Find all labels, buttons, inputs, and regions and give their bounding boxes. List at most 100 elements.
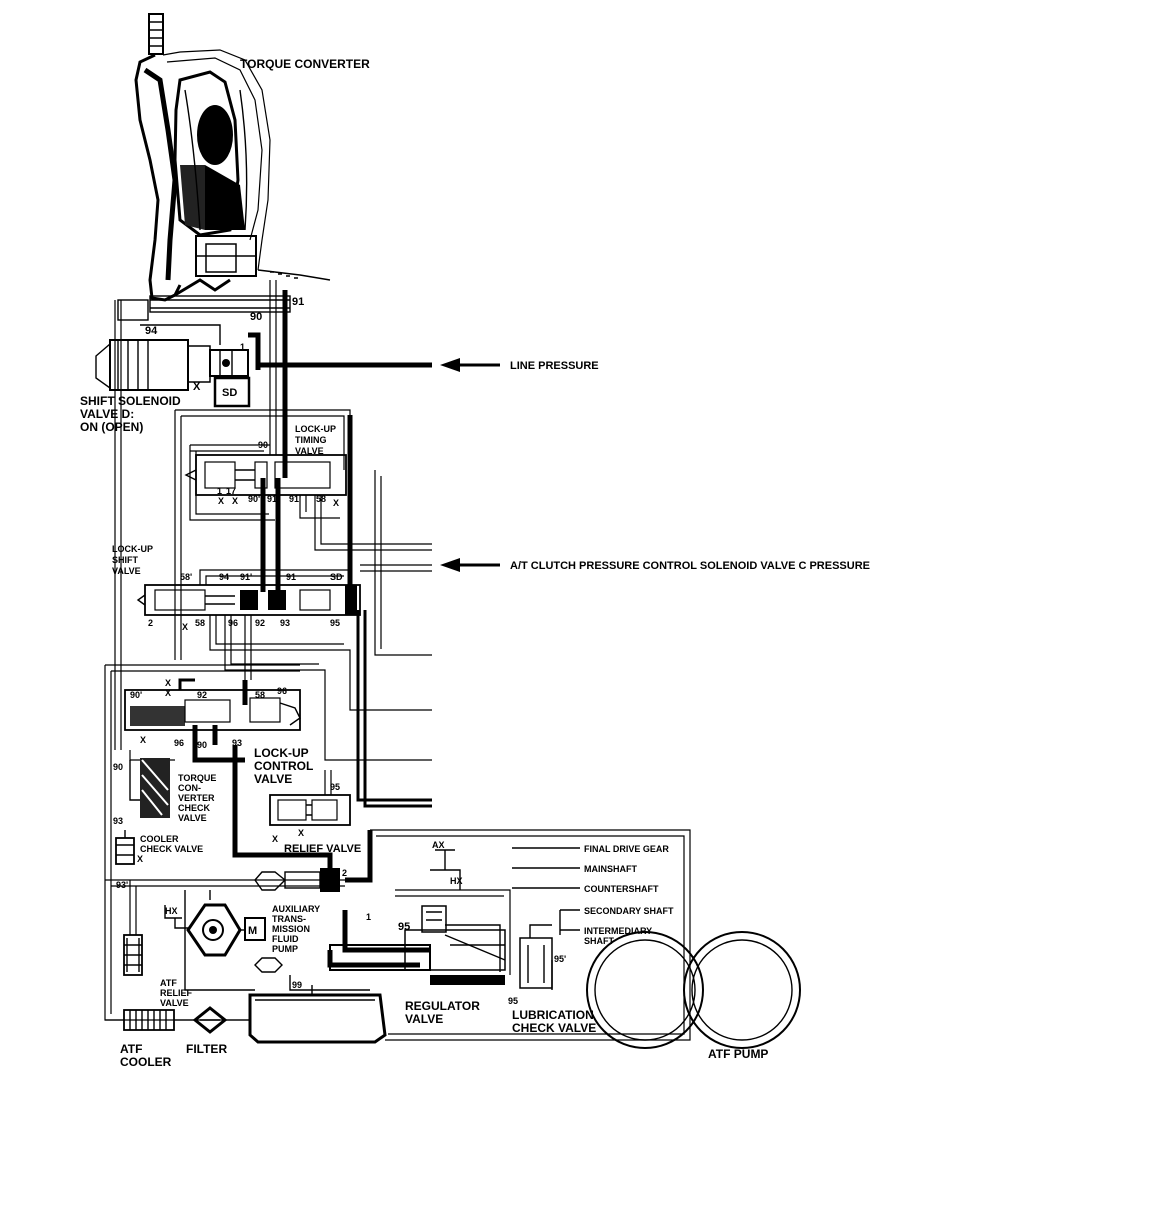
lower-port-93p: 93' (116, 880, 128, 890)
intermediary-shaft-label-2: SHAFT (584, 936, 614, 946)
torque-converter-check-valve (129, 758, 170, 818)
timing-x-1: X (218, 496, 224, 506)
atf-strainer (248, 975, 387, 1044)
shift-solenoid-valve-d (95, 295, 291, 408)
timing-port-90p: 90' (248, 494, 260, 504)
atf-cooler-label-2: COOLER (120, 1055, 172, 1069)
countershaft-label: COUNTERSHAFT (584, 884, 659, 894)
shift-port-2: 2 (148, 618, 153, 628)
shift-port-91p: 91' (240, 572, 252, 582)
shift-port-91: 91 (286, 572, 296, 582)
shift-port-92: 92 (255, 618, 265, 628)
lube-port-95p: 95' (554, 954, 566, 964)
torque-converter (134, 13, 331, 302)
left-port-93: 93 (113, 816, 123, 826)
control-port-58: 58 (255, 690, 265, 700)
atf-cooler-label-1: ATF (120, 1042, 142, 1056)
relief-valve (269, 770, 351, 826)
control-x-2: X (165, 688, 171, 698)
control-port-92: 92 (197, 690, 207, 700)
regulator-block (327, 829, 691, 1041)
lockup-shift-label-2: SHIFT (112, 555, 139, 565)
tc-check-label-3: VERTER (178, 793, 215, 803)
control-port-96: 96 (277, 686, 287, 696)
shift-port-58: 58 (195, 618, 205, 628)
aux-pump-label-2: TRANS- (272, 914, 306, 924)
reg-port-95: 95 (398, 921, 410, 933)
relief-valve-label: RELIEF VALVE (284, 843, 361, 855)
atclutch-pressure-indicator (314, 495, 500, 572)
timing-port-91p: 91' (289, 494, 301, 504)
timing-port-1: 1 (217, 486, 222, 496)
timing-x-3: X (333, 498, 339, 508)
control-port-93: 93 (232, 738, 242, 748)
tc-check-label-1: TORQUE (178, 773, 216, 783)
intermediary-shaft-label-1: INTERMEDIARY (584, 926, 652, 936)
relief-x-1: X (272, 834, 278, 844)
lockup-control-label-1: LOCK-UP (254, 746, 309, 760)
control-x-1: X (165, 678, 171, 688)
timing-x-2: X (232, 496, 238, 506)
shift-port-96: 96 (228, 618, 238, 628)
reg-port-1: 1 (366, 912, 371, 922)
shift-port-93: 93 (280, 618, 290, 628)
lubrication-label-2: CHECK VALVE (512, 1021, 596, 1035)
lockup-control-valve (124, 678, 301, 763)
sd-box-label: SD (222, 387, 237, 399)
shift-port-94: 94 (219, 572, 229, 582)
reg-hx: HX (450, 876, 463, 886)
left-port-90: 90 (113, 762, 123, 772)
lockup-control-label-2: CONTROL (254, 759, 313, 773)
lockup-shift-label-3: VALVE (112, 566, 141, 576)
regulator-label-2: VALVE (405, 1012, 443, 1026)
tc-check-label-2: CON- (178, 783, 201, 793)
lockup-shift-label-1: LOCK-UP (112, 544, 153, 554)
strainer-port-99: 99 (292, 980, 302, 990)
aux-pump-label-4: FLUID (272, 934, 299, 944)
motor-label: M (248, 925, 257, 937)
shift-port-58p: 58' (180, 572, 192, 582)
port-91-top: 91 (292, 296, 304, 308)
atf-relief-valve (123, 934, 143, 976)
line-pressure-label: LINE PRESSURE (510, 360, 599, 372)
aux-pump-label-1: AUXILIARY (272, 904, 320, 914)
shift-port-sd: SD (330, 572, 343, 582)
filter (174, 1006, 250, 1034)
relief-port-95: 95 (330, 782, 340, 792)
cooler-check-label-1: COOLER (140, 834, 179, 844)
port-1-solenoid: 1 (240, 342, 245, 352)
shift-port-95: 95 (330, 618, 340, 628)
main-fluid-lines (114, 280, 351, 750)
final-drive-gear-label: FINAL DRIVE GEAR (584, 844, 669, 854)
aux-pump-label-3: MISSION (272, 924, 310, 934)
line-pressure-indicator (258, 358, 500, 372)
lockup-timing-valve (184, 454, 347, 560)
lockup-control-label-3: VALVE (254, 772, 292, 786)
cooler-x: X (137, 854, 143, 864)
tc-check-label-4: CHECK (178, 803, 211, 813)
secondary-shaft-label: SECONDARY SHAFT (584, 906, 674, 916)
timing-port-91: 91 (267, 494, 277, 504)
torque-converter-label: TORQUE CONVERTER (240, 57, 370, 71)
aux-hx: HX (165, 906, 178, 916)
timing-port-17: 17 (226, 486, 236, 496)
lockup-shift-valve (136, 415, 361, 616)
lockup-timing-label-2: TIMING (295, 435, 327, 445)
lubrication-label-1: LUBRICATION (512, 1008, 594, 1022)
shift-solenoid-label-3: ON (OPEN) (80, 420, 143, 434)
port-94-top: 94 (145, 325, 158, 337)
shift-solenoid-label-2: VALVE D: (80, 407, 134, 421)
port-90-top: 90 (250, 311, 262, 323)
cooler-check-label-2: CHECK VALVE (140, 844, 203, 854)
tc-check-label-5: VALVE (178, 813, 207, 823)
cooler-check-valve (115, 830, 135, 865)
middle-fluid-lines (104, 470, 432, 1021)
control-x-3: X (140, 735, 146, 745)
control-port-96b: 96 (174, 738, 184, 748)
timing-port-90: 90 (258, 440, 268, 450)
relief-x-2: X (298, 828, 304, 838)
aux-pump-label-5: PUMP (272, 944, 298, 954)
atf-relief-label-2: RELIEF (160, 988, 193, 998)
